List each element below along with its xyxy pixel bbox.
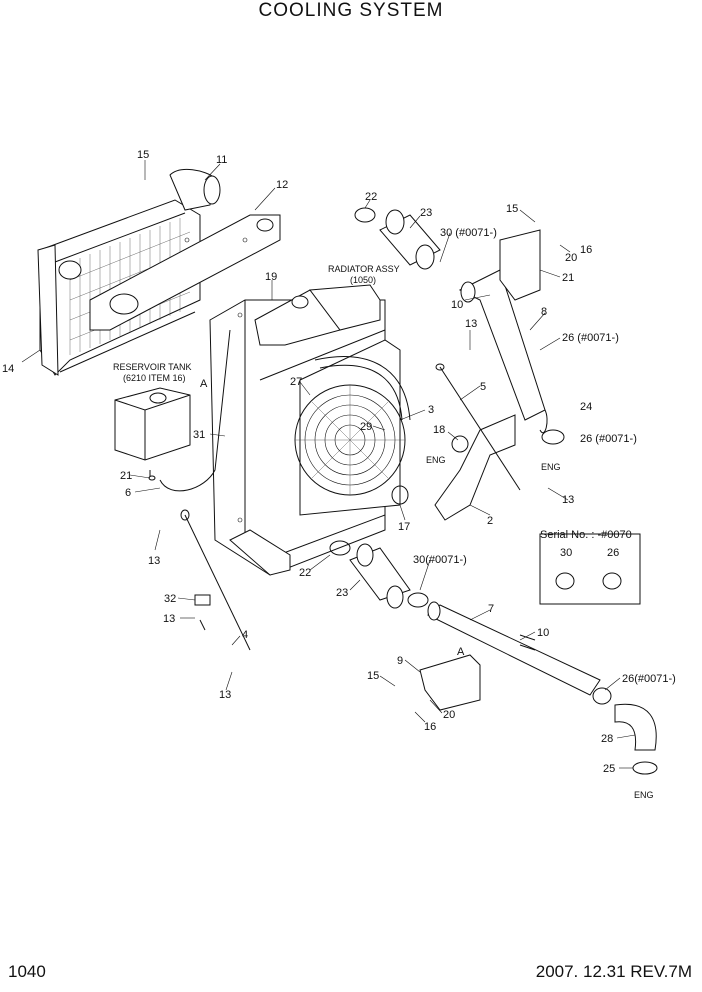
callout-26b: 26 (#0071-): [580, 433, 637, 445]
callout-20a: 20: [565, 252, 577, 264]
upper-pipe-and-bracket: [89, 168, 281, 331]
reservoir-tank-ref: (6210 ITEM 16): [123, 373, 186, 383]
callout-15c: 15: [367, 670, 379, 682]
reservoir-tank-label: RESERVOIR TANK: [113, 362, 192, 372]
callout-14: 14: [2, 363, 14, 375]
callout-4: 4: [242, 629, 248, 641]
view-a-label-2: A: [457, 646, 465, 658]
callout-26c: 26(#0071-): [622, 673, 676, 685]
eng-label-3: ENG: [634, 790, 654, 800]
serial-box-item-30: 30: [560, 547, 572, 559]
callout-22b: 22: [299, 567, 311, 579]
callout-13c: 13: [148, 555, 160, 567]
callout-5: 5: [480, 381, 486, 393]
callout-15b: 15: [506, 203, 518, 215]
coolant-pipes: [180, 207, 658, 775]
callout-13a: 13: [465, 318, 477, 330]
radiator-assy-label: RADIATOR ASSY: [328, 264, 400, 274]
callout-15a: 15: [137, 149, 149, 161]
callout-16b: 16: [424, 721, 436, 733]
callout-17: 17: [398, 521, 410, 533]
callout-21b: 21: [120, 470, 132, 482]
callout-28: 28: [601, 733, 613, 745]
callout-13b: 13: [562, 494, 574, 506]
callout-29: 29: [360, 421, 372, 433]
page-title: COOLING SYSTEM: [258, 0, 444, 21]
radiator-assy-ref: (1050): [350, 275, 376, 285]
callout-11: 11: [216, 154, 227, 166]
callout-26a: 26 (#0071-): [562, 332, 619, 344]
callout-2: 2: [487, 515, 493, 527]
callout-22a: 22: [365, 191, 377, 203]
callout-10b: 10: [537, 627, 549, 639]
callout-30b: 30(#0071-): [413, 554, 467, 566]
callout-13e: 13: [219, 689, 231, 701]
leader-lines: [21, 160, 636, 769]
callout-3: 3: [428, 404, 434, 416]
serial-box-title: Serial No. : -#0070: [540, 529, 632, 541]
callout-12: 12: [276, 179, 288, 191]
callout-24: 24: [580, 401, 592, 413]
callout-21a: 21: [562, 272, 574, 284]
callout-25: 25: [603, 763, 615, 775]
serial-number-box: [539, 533, 641, 605]
callout-8: 8: [541, 306, 547, 318]
callout-31: 31: [193, 429, 205, 441]
callout-10a: 10: [451, 299, 463, 311]
callout-7: 7: [488, 603, 494, 615]
view-a-label-1: A: [200, 378, 208, 390]
callout-6: 6: [125, 487, 131, 499]
callout-16a: 16: [580, 244, 592, 256]
callout-20b: 20: [443, 709, 455, 721]
callout-9: 9: [397, 655, 403, 667]
callout-19: 19: [265, 271, 277, 283]
callout-30a: 30 (#0071-): [440, 227, 497, 239]
callout-13d: 13: [163, 613, 175, 625]
reservoir-tank: [114, 329, 231, 492]
serial-box-item-26: 26: [607, 547, 619, 559]
page-number: 1040: [8, 962, 46, 981]
callout-18: 18: [433, 424, 445, 436]
fan-shroud: [294, 339, 411, 516]
callout-32: 32: [164, 593, 176, 605]
revision-date: 2007. 12.31 REV.7M: [535, 962, 692, 981]
eng-label-1: ENG: [426, 455, 446, 465]
eng-label-2: ENG: [541, 462, 561, 472]
cooling-system-exploded-diagram: 15 11 12 22 23 30 (#0071-) 15 16 20 21 1…: [2, 149, 676, 800]
callout-27: 27: [290, 376, 302, 388]
callout-labels: 15 11 12 22 23 30 (#0071-) 15 16 20 21 1…: [2, 149, 676, 800]
callout-23a: 23: [420, 207, 432, 219]
callout-23b: 23: [336, 587, 348, 599]
